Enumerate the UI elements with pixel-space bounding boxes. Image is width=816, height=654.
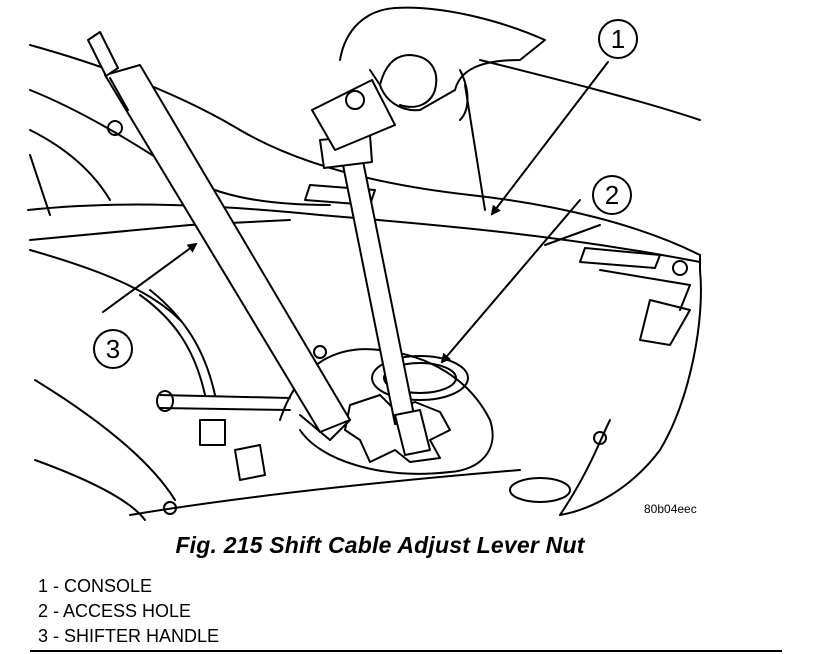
callout-circle-3	[93, 329, 133, 369]
callout-arrow-1	[490, 61, 609, 216]
hand	[339, 6, 546, 121]
figure-code: 80b04eec	[644, 502, 697, 516]
callout-arrow-2	[440, 199, 581, 364]
wiring-harness	[139, 289, 291, 481]
callout-legend: 1 - CONSOLE 2 - ACCESS HOLE 3 - SHIFTER …	[38, 574, 219, 649]
figure-caption: Fig. 215 Shift Cable Adjust Lever Nut	[175, 532, 585, 558]
callout-number-3: 3	[106, 334, 120, 364]
callout-arrow-3	[102, 242, 198, 313]
legend-item-access-hole: 2 - ACCESS HOLE	[38, 601, 192, 621]
callout-number-1: 1	[611, 24, 625, 54]
shifter-handle	[87, 31, 351, 441]
legend-item-shifter-handle: 3 - SHIFTER HANDLE	[38, 626, 220, 646]
shift-console-illustration: 1 2 3 80b04eec	[27, 6, 702, 521]
callout-circle-2	[592, 175, 632, 215]
socket-wrench	[311, 79, 431, 456]
bottom-divider	[30, 650, 782, 652]
callout-arrows	[102, 61, 609, 364]
legend-item-console: 1 - CONSOLE	[38, 576, 153, 596]
console-outline	[27, 44, 702, 521]
access-hole	[371, 355, 469, 401]
callout-number-2: 2	[605, 180, 619, 210]
callout-circle-1	[598, 19, 638, 59]
